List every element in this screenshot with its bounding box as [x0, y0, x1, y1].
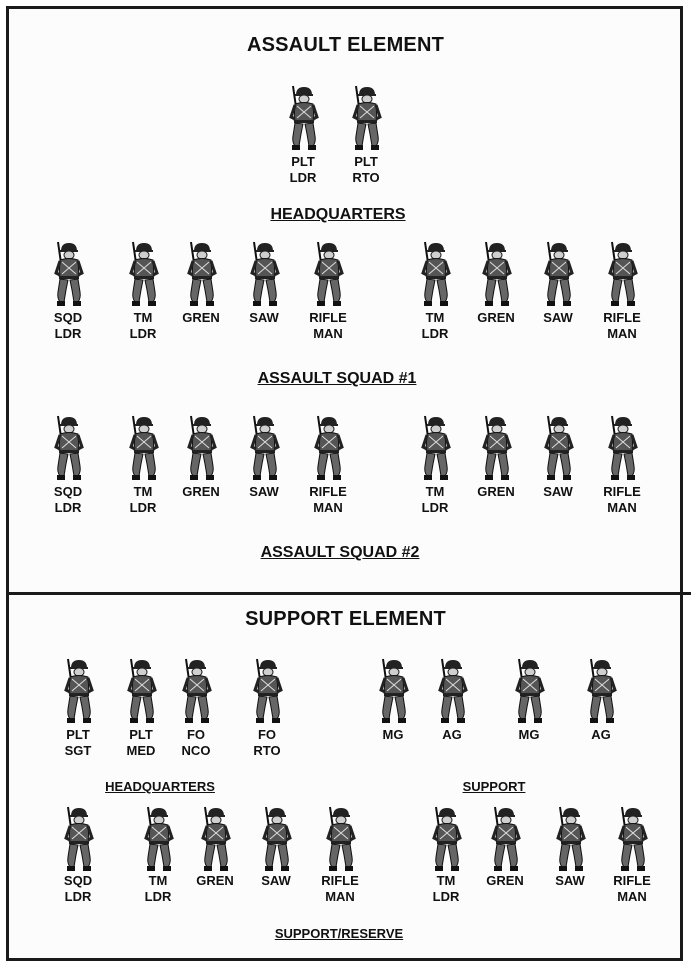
soldier-icon: [247, 657, 287, 725]
assault-element-squad2-member-label: GREN: [461, 484, 531, 500]
soldier-icon: [195, 805, 235, 873]
assault-element-headquarters-member-label: PLT RTO: [331, 154, 401, 186]
support-element-support-member-label: MG: [494, 727, 564, 743]
assault-element-squad2-member-label: SQD LDR: [33, 484, 103, 516]
soldier-icon: [181, 240, 221, 308]
soldier-icon: [58, 805, 98, 873]
soldier-icon: [138, 805, 178, 873]
soldier-icon: [415, 414, 455, 482]
support-label: SUPPORT: [463, 779, 526, 794]
soldier-icon: [48, 240, 88, 308]
assault-element-squad1-member-label: SQD LDR: [33, 310, 103, 342]
soldier-icon: [244, 414, 284, 482]
support-element-reserve-member-label: SAW: [535, 873, 605, 889]
support-element-support-member-label: AG: [417, 727, 487, 743]
support-element-reserve-member-label: RIFLE MAN: [305, 873, 375, 905]
soldier-icon: [176, 657, 216, 725]
assault-element-squad1-member-label: SAW: [523, 310, 593, 326]
support-element-reserve-member-label: RIFLE MAN: [597, 873, 667, 905]
assault-element-squad1-member-label: GREN: [166, 310, 236, 326]
soldier-icon: [476, 240, 516, 308]
soldier-icon: [244, 240, 284, 308]
assault-element-headquarters-member-label: PLT LDR: [268, 154, 338, 186]
soldier-icon: [432, 657, 472, 725]
assault-element-squad1-member-label: RIFLE MAN: [293, 310, 363, 342]
soldier-icon: [123, 240, 163, 308]
soldier-icon: [308, 240, 348, 308]
soldier-icon: [181, 414, 221, 482]
assault-element-squad2-member-label: RIFLE MAN: [293, 484, 363, 516]
soldier-icon: [48, 414, 88, 482]
element-divider: [6, 592, 691, 595]
support-element-title: SUPPORT ELEMENT: [0, 608, 691, 631]
assault-element-squad1-member-label: SAW: [229, 310, 299, 326]
soldier-icon: [550, 805, 590, 873]
assault-element-squad2-member-label: TM LDR: [400, 484, 470, 516]
soldier-icon: [538, 414, 578, 482]
assault-element-squad1-member-label: GREN: [461, 310, 531, 326]
support-headquarters-label: HEADQUARTERS: [105, 779, 215, 794]
assault-element-squad2-member-label: SAW: [229, 484, 299, 500]
soldier-icon: [485, 805, 525, 873]
support-element-reserve-member-label: GREN: [470, 873, 540, 889]
soldier-icon: [415, 240, 455, 308]
support-element-support-member-label: AG: [566, 727, 636, 743]
soldier-icon: [538, 240, 578, 308]
soldier-icon: [602, 240, 642, 308]
soldier-icon: [373, 657, 413, 725]
support-reserve-label: SUPPORT/RESERVE: [275, 926, 403, 941]
support-element-reserve-member-label: GREN: [180, 873, 250, 889]
assault-squad-2-label: ASSAULT SQUAD #2: [261, 544, 420, 562]
assault-element-squad1-member-label: TM LDR: [400, 310, 470, 342]
soldier-icon: [602, 414, 642, 482]
soldier-icon: [121, 657, 161, 725]
assault-element-squad2-member-label: GREN: [166, 484, 236, 500]
soldier-icon: [283, 84, 323, 152]
assault-element-squad2-member-label: SAW: [523, 484, 593, 500]
assault-element-title: ASSAULT ELEMENT: [0, 34, 691, 57]
soldier-icon: [256, 805, 296, 873]
soldier-icon: [509, 657, 549, 725]
soldier-icon: [581, 657, 621, 725]
assault-headquarters-label: HEADQUARTERS: [270, 206, 405, 224]
soldier-icon: [476, 414, 516, 482]
support-element-reserve-member-label: SAW: [241, 873, 311, 889]
support-element-headquarters-member-label: FO RTO: [232, 727, 302, 759]
assault-element-squad1-member-label: RIFLE MAN: [587, 310, 657, 342]
soldier-icon: [308, 414, 348, 482]
soldier-icon: [612, 805, 652, 873]
soldier-icon: [58, 657, 98, 725]
soldier-icon: [123, 414, 163, 482]
soldier-icon: [426, 805, 466, 873]
assault-element-squad2-member-label: RIFLE MAN: [587, 484, 657, 516]
support-element-reserve-member-label: SQD LDR: [43, 873, 113, 905]
support-element-headquarters-member-label: FO NCO: [161, 727, 231, 759]
assault-squad-1-label: ASSAULT SQUAD #1: [258, 370, 417, 388]
soldier-icon: [346, 84, 386, 152]
support-element-headquarters-member-label: PLT SGT: [43, 727, 113, 759]
soldier-icon: [320, 805, 360, 873]
